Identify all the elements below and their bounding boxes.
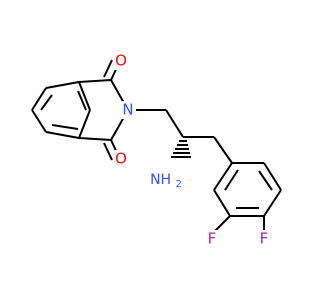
aryl-inner-3 [258,170,273,191]
molecule-canvas: O O N NH 2 F F [31,51,282,248]
bond-benzo-3 [31,109,47,133]
bond-benzyl-aryl [213,136,233,164]
bond-aryl-5 [263,162,282,191]
imide-ring [78,59,125,161]
aromatic-inner-2 [51,124,79,130]
bond-c1-n [110,79,125,104]
bond-benzo-5 [78,109,91,139]
bond-c1-benzo [78,79,112,83]
structure-diagram: O O N NH 2 F F [31,52,282,248]
bond-benzo-4 [45,131,80,139]
aromatic-inner-1 [40,94,53,111]
bond-c1-o-b [103,59,113,78]
bond-aryl-1 [213,162,233,191]
imide-nitrogen-label: N [122,101,133,119]
bond-aryl-4 [263,189,282,217]
oxygen-top-label: O [115,52,127,70]
bond-c2-o-b [103,142,113,161]
bond-benzo-2 [31,87,47,111]
bond-c2-n [110,116,125,141]
benzo-ring [31,81,91,139]
fluorine-right-label: F [260,230,269,248]
bond-benzo-1 [45,81,80,89]
amine-label: NH 2 [150,172,182,190]
bond-benzo-6 [78,81,91,111]
aromatic-inner-3 [77,90,87,111]
difluorophenyl-ring [213,162,282,233]
oxygen-bottom-label: O [115,150,127,168]
bond-c2-benzo [78,137,112,141]
bond-aryl-2 [213,189,231,217]
bond-ch2-ch [165,109,184,138]
aryl-inner-1 [224,169,239,191]
atom-labels: O O N NH 2 F F [113,52,272,248]
bond-aryl-f-left [213,215,231,233]
amine-subscript: 2 [176,179,182,190]
stereo-hash-bond [171,140,191,158]
fluorine-left-label: F [208,230,217,248]
side-chain [132,109,233,164]
amine-main-label: NH [150,172,171,188]
